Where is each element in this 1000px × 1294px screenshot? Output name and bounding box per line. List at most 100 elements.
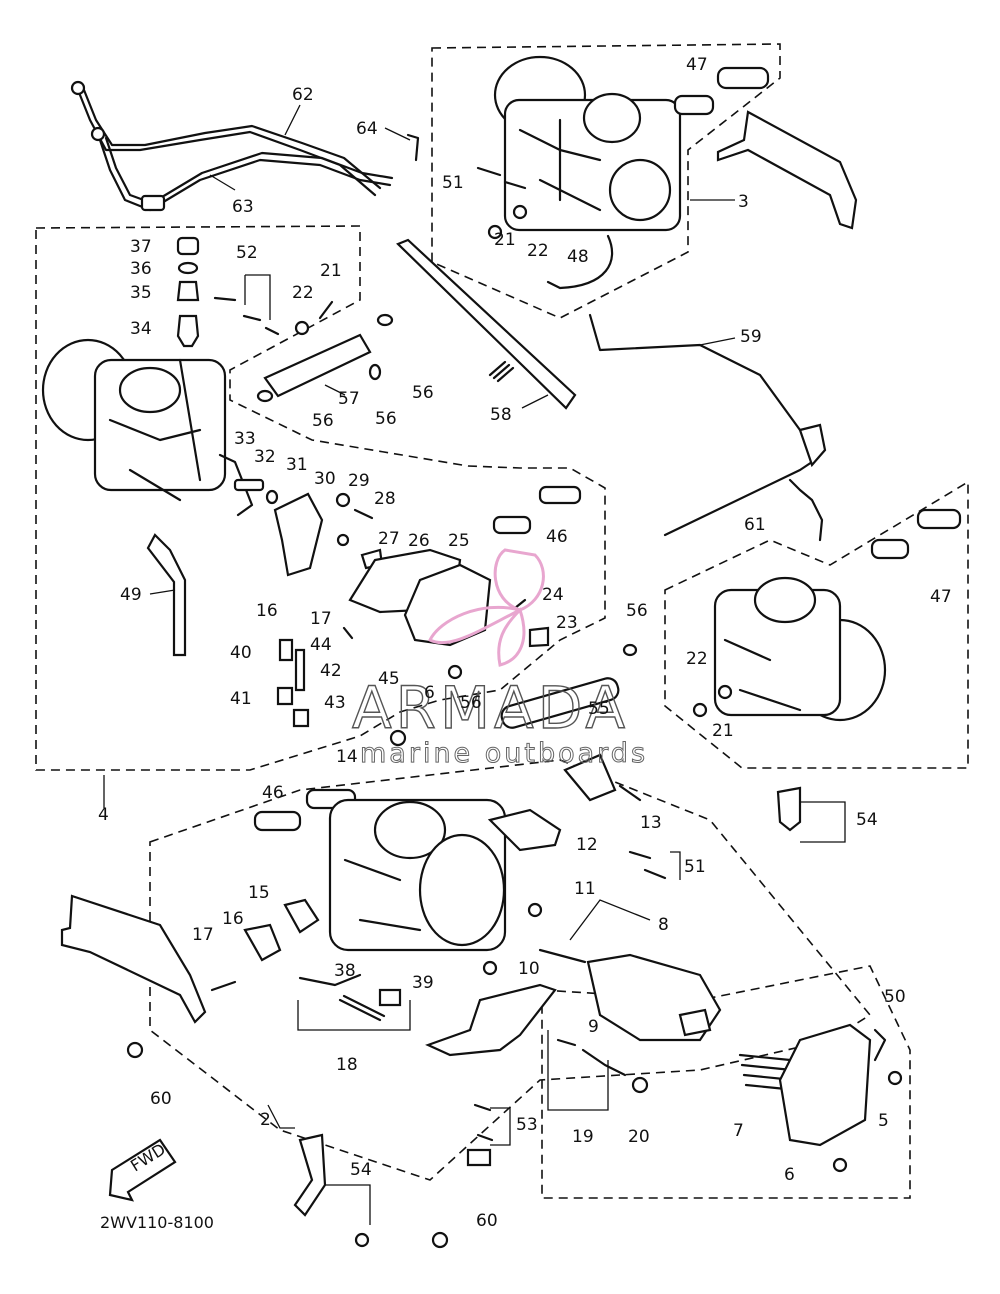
part-label-17: 17 <box>192 925 214 945</box>
part-label-28: 28 <box>374 489 396 509</box>
cable-end-2 <box>90 126 106 142</box>
part-label-7: 7 <box>733 1121 744 1141</box>
propeller-logo-icon <box>427 548 545 667</box>
fuel-joint-57 <box>263 333 372 398</box>
carb-right-float <box>753 576 817 624</box>
part-15 <box>283 898 320 934</box>
joint-47-r-b <box>916 508 962 530</box>
watermark-title: ARMADA <box>352 674 629 742</box>
cover-30 <box>273 492 324 577</box>
rod-61 <box>663 460 814 537</box>
leader-8 <box>569 899 651 941</box>
carb-throat <box>608 158 672 222</box>
part-label-10: 10 <box>518 959 540 979</box>
forward-direction-arrow: FWD <box>108 1138 177 1202</box>
spring-58 <box>488 360 515 383</box>
leader-54-bottom <box>325 1184 371 1225</box>
part-label-22: 22 <box>686 649 708 669</box>
carb-left-detail <box>108 358 202 502</box>
part-label-45: 45 <box>378 669 400 689</box>
drawing-code: 2WV110-8100 <box>100 1213 214 1232</box>
part-37 <box>176 236 200 256</box>
part-label-2: 2 <box>260 1110 271 1130</box>
part-label-63: 63 <box>232 197 254 217</box>
part-label-9: 9 <box>588 1017 599 1037</box>
boundary-assembly-2 <box>149 759 872 1181</box>
leader-59 <box>699 337 736 346</box>
part-28 <box>353 508 374 520</box>
leader-53 <box>490 1107 511 1146</box>
part-label-57: 57 <box>338 389 360 409</box>
part-label-56: 56 <box>412 383 434 403</box>
part-27 <box>336 533 350 547</box>
part-label-49: 49 <box>120 585 142 605</box>
part-12 <box>487 808 562 852</box>
screw-9 <box>678 1008 712 1037</box>
joint-47-b <box>716 66 770 90</box>
part-label-6: 6 <box>424 683 435 703</box>
part-label-41: 41 <box>230 689 252 709</box>
part-label-11: 11 <box>574 879 596 899</box>
leader-18 <box>297 1000 411 1031</box>
part-5 <box>887 1070 903 1086</box>
part-39 <box>378 988 402 1007</box>
part-label-16: 16 <box>222 909 244 929</box>
screw-21-top <box>487 224 503 240</box>
screws-51 <box>476 166 527 190</box>
part-label-6: 6 <box>784 1165 795 1185</box>
cable-63-b <box>104 136 394 205</box>
part-label-21: 21 <box>712 721 734 741</box>
cable-rod-59 <box>588 313 822 447</box>
screw-17-bottom <box>210 980 237 992</box>
part-label-35: 35 <box>130 283 152 303</box>
hose-49 <box>146 533 187 657</box>
spring-18 <box>338 994 386 1022</box>
part-label-60: 60 <box>476 1211 498 1231</box>
part-label-22: 22 <box>292 283 314 303</box>
carburetor-bottom <box>60 753 903 1249</box>
carb-detail <box>518 118 602 212</box>
part-label-40: 40 <box>230 643 252 663</box>
part-29 <box>335 492 351 508</box>
parts-53 <box>473 1103 494 1142</box>
joint-55 <box>500 677 620 729</box>
part-label-54: 54 <box>856 810 878 830</box>
part-label-31: 31 <box>286 455 308 475</box>
leader-62 <box>284 104 301 136</box>
part-label-54: 54 <box>350 1160 372 1180</box>
part-label-59: 59 <box>740 327 762 347</box>
carburetor-left <box>41 236 394 657</box>
part-8-leader <box>538 948 587 964</box>
carb-bottom-detail <box>343 858 422 932</box>
part-label-18: 18 <box>336 1055 358 1075</box>
watermark-subtitle: marine outboards <box>360 738 648 769</box>
leader-52 <box>244 274 271 320</box>
part-50 <box>873 1028 887 1062</box>
part-label-20: 20 <box>628 1127 650 1147</box>
joint-47-a <box>673 94 715 116</box>
carburetor-top-right <box>406 55 858 290</box>
part-35 <box>176 280 200 302</box>
part-label-62: 62 <box>292 85 314 105</box>
part-label-56: 56 <box>460 693 482 713</box>
part-11 <box>527 902 543 918</box>
part-36 <box>177 261 199 275</box>
part-label-39: 39 <box>412 973 434 993</box>
boundary-assembly-3 <box>431 43 781 319</box>
boundary-assembly-4 <box>35 225 606 771</box>
clip-61 <box>788 478 824 542</box>
part-32 <box>233 478 265 492</box>
part-label-3: 3 <box>738 192 749 212</box>
part-label-50: 50 <box>884 987 906 1007</box>
part-label-56: 56 <box>375 409 397 429</box>
part-44 <box>342 626 354 640</box>
part-20 <box>631 1076 649 1094</box>
leader-63 <box>209 174 236 191</box>
part-label-30: 30 <box>314 469 336 489</box>
lever-54-bottom <box>293 1133 327 1217</box>
carb-left-float <box>118 366 182 414</box>
cable-63 <box>98 138 392 212</box>
cable-end-1 <box>70 80 86 96</box>
cable-adjuster <box>140 194 166 212</box>
